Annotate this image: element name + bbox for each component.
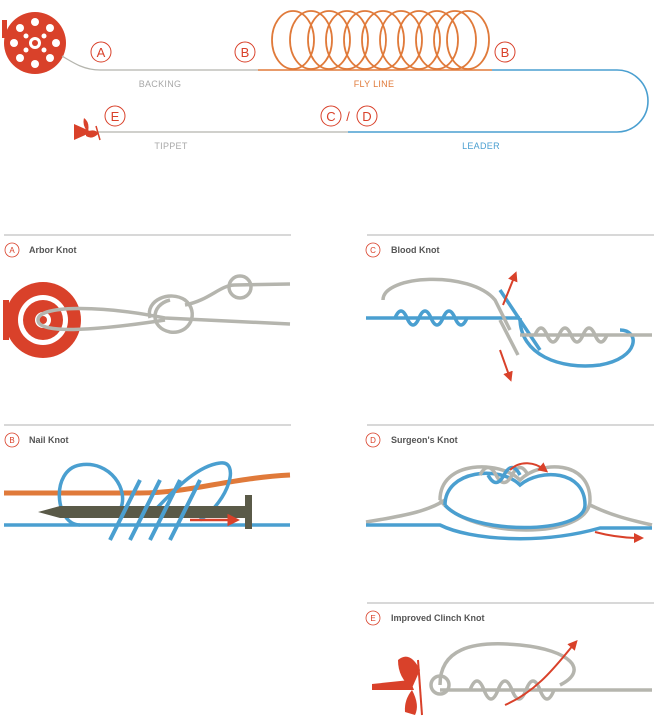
- marker-b-left-letter: B: [241, 45, 250, 60]
- reel-icon: [2, 12, 66, 74]
- marker-a: A: [90, 41, 112, 63]
- clinch-knot-title: Improved Clinch Knot: [391, 613, 485, 623]
- backing-label: BACKING: [139, 79, 182, 89]
- clinch-knot-letter: E: [370, 614, 375, 623]
- marker-c: C: [320, 105, 342, 127]
- knot-panel-nail: B Nail Knot: [4, 424, 291, 541]
- nail-icon: [38, 495, 252, 529]
- fly-line-label: FLY LINE: [354, 79, 395, 89]
- knot-panel-arbor: A Arbor Knot: [3, 234, 291, 358]
- knot-panel-blood: C Blood Knot: [365, 234, 654, 382]
- marker-a-letter: A: [97, 45, 106, 60]
- marker-b-left: B: [234, 41, 256, 63]
- marker-b-right-letter: B: [501, 45, 510, 60]
- tippet-label: TIPPET: [154, 141, 188, 151]
- blood-knot-letter: C: [370, 246, 376, 255]
- clinch-knot-lines: [429, 640, 652, 706]
- clinch-fly-icon: [372, 656, 423, 716]
- leader-label: LEADER: [462, 141, 500, 151]
- blood-knot-lines: [366, 271, 652, 382]
- leader-line: [348, 69, 649, 133]
- nail-knot-letter: B: [9, 436, 14, 445]
- fly-line-coil: [271, 10, 490, 70]
- marker-slash: /: [346, 109, 350, 124]
- fly-icon: [74, 118, 101, 141]
- arbor-reel-icon: [3, 282, 81, 358]
- marker-d-letter: D: [362, 109, 371, 124]
- backing-line: [61, 55, 258, 71]
- nail-knot-lines: [4, 461, 291, 541]
- arbor-knot-line: [36, 274, 291, 334]
- marker-c-letter: C: [326, 109, 335, 124]
- surgeons-knot-title: Surgeon's Knot: [391, 435, 458, 445]
- overview-section: A B B C / D E BACKING FLY LINE TIPPET LE…: [2, 10, 649, 151]
- knot-panel-improved-clinch: E Improved Clinch Knot: [365, 602, 654, 716]
- arbor-knot-title: Arbor Knot: [29, 245, 77, 255]
- marker-e: E: [104, 105, 126, 127]
- marker-e-letter: E: [111, 109, 120, 124]
- blood-knot-title: Blood Knot: [391, 245, 440, 255]
- marker-d: D: [356, 105, 378, 127]
- arbor-knot-letter: A: [9, 246, 15, 255]
- marker-b-right: B: [494, 41, 516, 63]
- nail-knot-title: Nail Knot: [29, 435, 69, 445]
- surgeons-knot-letter: D: [370, 436, 376, 445]
- knot-panel-surgeons: D Surgeon's Knot: [365, 424, 654, 543]
- surgeons-knot-lines: [365, 462, 653, 543]
